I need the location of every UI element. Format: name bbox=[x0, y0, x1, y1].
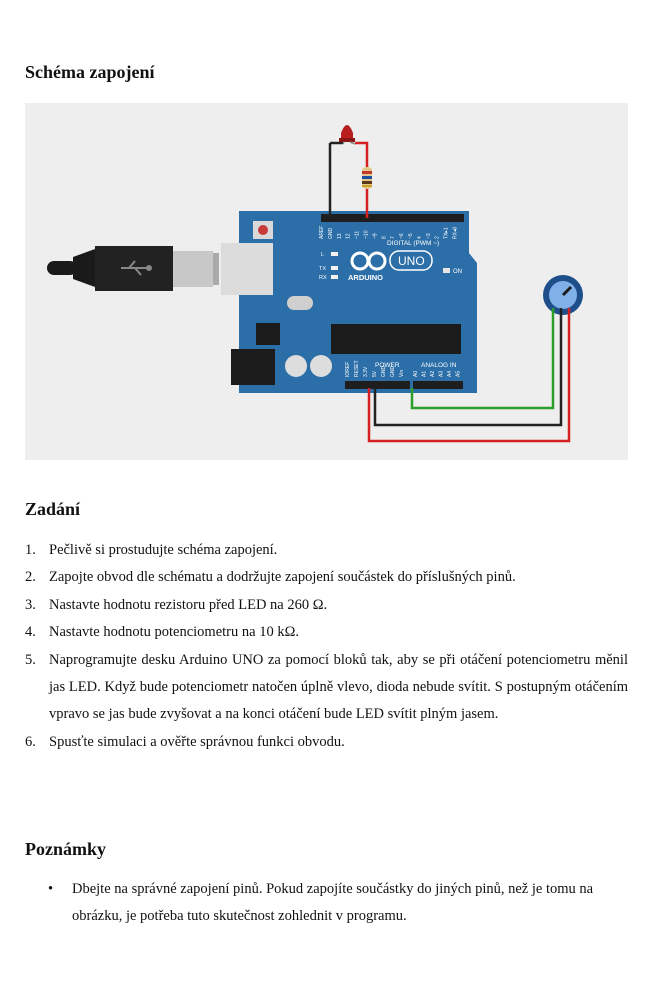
pin-label: 2 bbox=[435, 236, 441, 239]
bullet-icon: • bbox=[48, 881, 54, 897]
pin-label: GND bbox=[328, 228, 334, 240]
list-item-text: Nastavte hodnotu potenciometru na 10 kΩ. bbox=[49, 624, 299, 641]
usb-cable bbox=[47, 246, 219, 291]
pin-label: ~9 bbox=[372, 233, 378, 239]
pin-label: 8 bbox=[381, 236, 387, 239]
capacitor-2 bbox=[310, 355, 332, 377]
pin-label: 3.3V bbox=[363, 366, 369, 377]
list-item-number: 4. bbox=[25, 624, 36, 641]
section-title-schema: Schéma zapojení bbox=[25, 62, 155, 82]
section-title-poznamky: Poznámky bbox=[25, 839, 106, 859]
led-icon bbox=[339, 125, 356, 145]
list-item: 3. Nastavte hodnotu rezistoru před LED na… bbox=[25, 592, 628, 619]
list-item: 2. Zapojte obvod dle schématu a dodržujte… bbox=[25, 564, 628, 591]
on-label: ON bbox=[453, 269, 462, 275]
rx-label: RX bbox=[319, 275, 327, 281]
analog-header bbox=[413, 381, 463, 389]
microcontroller-chip bbox=[331, 324, 461, 354]
led-circuit bbox=[328, 125, 372, 218]
pin-label: ~10 bbox=[364, 230, 370, 239]
pin-label: A0 bbox=[413, 371, 419, 377]
pot-green-wire bbox=[410, 308, 555, 410]
list-item-text: Zapojte obvod dle schématu a dodržujte z… bbox=[49, 569, 516, 586]
model-label: UNO bbox=[398, 254, 425, 268]
list-item-text: Nastavte hodnotu rezistoru před LED na 2… bbox=[49, 596, 328, 613]
brand-label: ARDUINO bbox=[348, 273, 383, 282]
list-item-number: 6. bbox=[25, 733, 36, 750]
notes-list: • Dbejte na správné zapojení pinů. Pokud … bbox=[48, 876, 628, 931]
pin-label: 7 bbox=[390, 236, 396, 239]
section-title-zadani: Zadání bbox=[25, 499, 81, 519]
pin-label: A2 bbox=[430, 371, 436, 377]
list-item: • Dbejte na správné zapojení pinů. Pokud … bbox=[48, 876, 628, 931]
list-item: 1. Pečlivě si prostudujte schéma zapojení… bbox=[25, 537, 628, 564]
list-item-text: Pečlivě si prostudujte schéma zapojení. bbox=[49, 542, 278, 558]
analog-label: ANALOG IN bbox=[421, 362, 457, 369]
pin-label: A4 bbox=[447, 371, 453, 377]
pin-label: ~11 bbox=[355, 231, 361, 239]
pin-label: Vin bbox=[399, 370, 405, 377]
tx-label: TX bbox=[319, 266, 326, 272]
power-label: POWER bbox=[375, 362, 400, 369]
pot-red-wire bbox=[367, 308, 571, 443]
usb-icon bbox=[121, 260, 152, 276]
power-jack bbox=[231, 349, 275, 385]
pin-label: GND bbox=[381, 366, 387, 378]
pin-label: ~3 bbox=[426, 233, 432, 239]
list-item: 6. Spusťte simulaci a ověřte správnou fun… bbox=[25, 729, 628, 756]
digital-label: DIGITAL (PWM ~) bbox=[387, 240, 439, 247]
list-item: 4. Nastavte hodnotu potenciometru na 10 k… bbox=[25, 619, 628, 646]
pin-label: A1 bbox=[422, 371, 428, 377]
pin-label: 12 bbox=[346, 233, 352, 239]
pin-label: RESET bbox=[354, 360, 360, 377]
list-item-text: Dbejte na správné zapojení pinů. Pokud z… bbox=[72, 881, 594, 925]
pin-label: A5 bbox=[456, 371, 462, 377]
pin-label: IOREF bbox=[345, 362, 351, 377]
list-item-text: Spusťte simulaci a ověřte správnou funkc… bbox=[49, 733, 345, 750]
crystal bbox=[287, 296, 313, 310]
task-list: 1. Pečlivě si prostudujte schéma zapojení… bbox=[25, 537, 628, 756]
pin-label: AREF bbox=[319, 226, 325, 239]
digital-header bbox=[321, 214, 464, 222]
pin-label: A3 bbox=[439, 371, 445, 377]
capacitor-1 bbox=[285, 355, 307, 377]
list-item: 5. Naprogramujte desku Arduino UNO za pom… bbox=[25, 647, 628, 729]
pin-label: GND bbox=[390, 366, 396, 378]
pin-label: ~5 bbox=[408, 233, 414, 239]
l-label: L bbox=[321, 252, 324, 258]
potentiometer-icon bbox=[543, 275, 583, 315]
pin-label: 13 bbox=[337, 233, 343, 239]
pin-label: RX◂0 bbox=[453, 227, 459, 239]
pot-black-wire bbox=[373, 308, 563, 427]
arduino-logo-icon bbox=[350, 251, 387, 271]
pin-label: 4 bbox=[417, 236, 423, 239]
pin-label: ~6 bbox=[399, 233, 405, 239]
list-item-number: 3. bbox=[25, 596, 36, 613]
pin-label: TX▸1 bbox=[444, 227, 450, 239]
resistor-icon bbox=[362, 167, 372, 189]
list-item-number: 2. bbox=[25, 569, 36, 586]
led-red-wire bbox=[355, 141, 369, 218]
pin-label: 5V bbox=[372, 370, 378, 377]
usb-port bbox=[221, 243, 273, 295]
list-item-text: Naprogramujte desku Arduino UNO za pomoc… bbox=[49, 651, 628, 723]
power-header bbox=[345, 381, 410, 389]
list-item-number: 5. bbox=[25, 651, 36, 668]
list-item-number: 1. bbox=[25, 542, 36, 558]
